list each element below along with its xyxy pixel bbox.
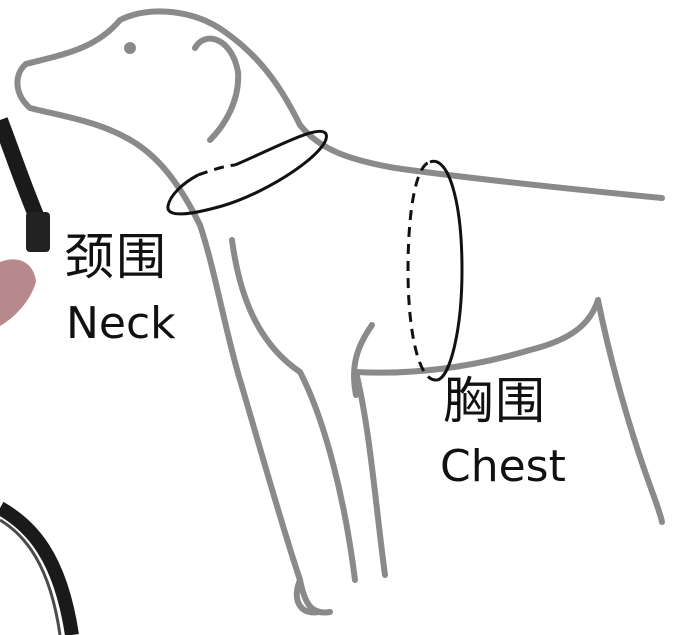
- chest-ring-dashed: [408, 162, 437, 380]
- dog-ear: [195, 39, 238, 140]
- dog-belly-line: [356, 300, 598, 373]
- dog-back-leg: [598, 300, 662, 522]
- neck-ring-solid: [168, 131, 327, 214]
- harness-upper-strap: [0, 120, 40, 225]
- chest-label-cn: 胸围: [443, 376, 547, 426]
- dog-chest-front-leg: [200, 225, 330, 613]
- neck-label-cn: 颈围: [64, 232, 168, 282]
- harness-strap-icon: [0, 120, 72, 635]
- neck-ring-dashed: [198, 165, 235, 175]
- harness-buckle: [26, 212, 50, 252]
- harness-pad: [0, 259, 36, 326]
- dog-elbow-line: [354, 325, 372, 395]
- dog-head-back-line: [26, 11, 662, 198]
- chest-label-en: Chest: [440, 445, 566, 489]
- neck-ring-icon: [168, 131, 327, 214]
- neck-label-en: Neck: [66, 302, 176, 346]
- chest-ring-icon: [408, 161, 462, 380]
- dog-eye: [124, 42, 136, 54]
- dog-second-front-leg: [356, 372, 385, 575]
- dog-muzzle-front-line: [17, 64, 200, 225]
- chest-ring-solid: [430, 161, 462, 380]
